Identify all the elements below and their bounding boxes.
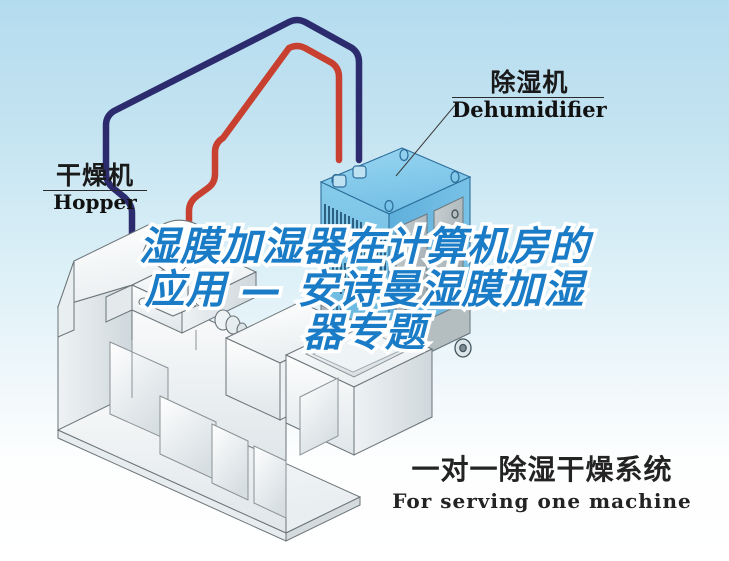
hot-air-pipe xyxy=(185,42,343,324)
overlay-title-line-1: 湿膜加湿器在计算机房的 xyxy=(136,222,593,272)
label-dehumidifier-en: Dehumidifier xyxy=(452,97,607,122)
injection-molding-machine xyxy=(56,219,434,542)
overlay-title-line-3: 器专题 xyxy=(300,308,429,358)
return-air-pipe xyxy=(102,16,363,326)
system-caption-cn: 一对一除湿干燥系统 xyxy=(411,453,673,486)
overlay-title: 湿膜加湿器在计算机房的 应用 — 安诗曼湿膜加湿 器专题 xyxy=(0,222,729,358)
overlay-title-line-2: 应用 — 安诗曼湿膜加湿 xyxy=(141,265,587,315)
label-hopper-en: Hopper xyxy=(53,190,137,214)
vent-louvers xyxy=(324,204,386,334)
label-hopper-cn: 干燥机 xyxy=(55,161,134,190)
label-dehumidifier-rule xyxy=(452,97,604,98)
dehumidifier-leader-line xyxy=(395,103,457,177)
label-dehumidifier: 除湿机 Dehumidifier xyxy=(452,70,607,120)
system-caption: 一对一除湿干燥系统 For serving one machine xyxy=(392,453,692,513)
hopper-funnel xyxy=(138,219,207,317)
label-hopper-rule xyxy=(43,190,147,191)
label-hopper: 干燥机 Hopper xyxy=(43,163,147,212)
label-dehumidifier-cn: 除湿机 xyxy=(490,68,569,97)
system-caption-en: For serving one machine xyxy=(392,489,692,513)
